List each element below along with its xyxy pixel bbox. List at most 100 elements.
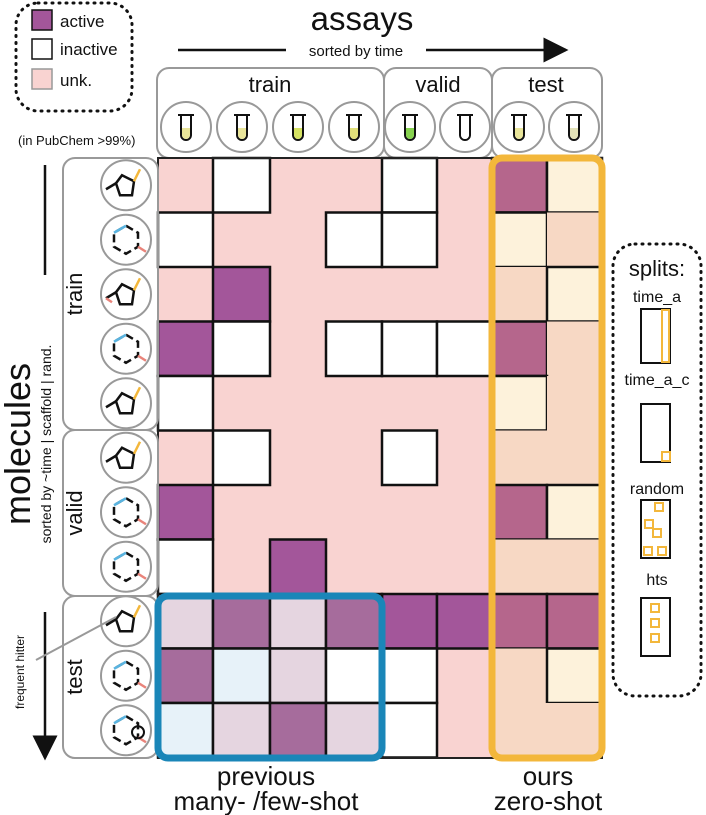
molecule-icon xyxy=(100,159,152,212)
many-few-shot-label: many- /few-shot xyxy=(174,786,360,815)
split-icon-time-a-c xyxy=(640,403,671,463)
matrix-cell xyxy=(268,592,328,650)
matrix-cell xyxy=(545,592,604,650)
matrix-cell xyxy=(547,321,602,376)
matrix-cell xyxy=(490,374,549,432)
frequent-hitter-pointer xyxy=(35,616,117,661)
molecule-icon xyxy=(100,649,152,702)
matrix-cell xyxy=(490,592,549,650)
split-label-hts: hts xyxy=(646,572,667,589)
molecules-title: molecules xyxy=(0,363,38,525)
legend-swatch-active xyxy=(31,9,53,31)
molecule-icon xyxy=(100,377,152,430)
split-label-time-a: time_a xyxy=(633,289,681,306)
matrix-cell xyxy=(435,320,494,378)
matrix-cell xyxy=(156,374,215,432)
molecule-group-train: train xyxy=(62,273,87,316)
matrix-cell xyxy=(492,267,547,322)
matrix-cell xyxy=(324,592,384,650)
activity-matrix xyxy=(156,156,604,759)
assays-title: assays xyxy=(311,0,414,37)
molecule-icon xyxy=(100,704,152,757)
split-icon-time-a xyxy=(640,308,671,364)
matrix-cell xyxy=(380,156,439,214)
splits-title: splits: xyxy=(629,256,685,281)
matrix-cell xyxy=(380,647,439,705)
assay-group-train: train xyxy=(249,72,292,97)
zero-shot-label: zero-shot xyxy=(494,786,603,815)
matrix-cell xyxy=(380,592,439,650)
ours-label: ours xyxy=(523,761,574,791)
matrix-cell xyxy=(545,156,604,214)
ours-zero-shot-box xyxy=(488,154,606,762)
molecule-icon xyxy=(100,322,152,375)
previous-methods-box xyxy=(154,592,386,762)
matrix-cell xyxy=(490,156,549,214)
matrix-cell xyxy=(156,647,215,705)
molecule-groups xyxy=(62,157,159,759)
legend: active inactive unk. (in PubChem >99%) xyxy=(14,1,135,148)
molecule-structures xyxy=(100,159,152,757)
test-tube-icon xyxy=(160,101,212,153)
matrix-cell xyxy=(211,320,272,378)
split-icon-random xyxy=(640,499,671,559)
matrix-cell xyxy=(547,376,602,431)
matrix-cell xyxy=(380,701,439,759)
matrix-cell xyxy=(268,538,328,596)
matrix-cell xyxy=(545,647,604,705)
splits-legend: splits: time_a time_a_c random hts xyxy=(611,242,703,698)
matrix-cell xyxy=(492,703,547,758)
molecule-icon xyxy=(100,431,152,484)
matrix-cell xyxy=(490,483,549,541)
molecule-group-valid: valid xyxy=(62,490,87,535)
matrix-cell xyxy=(156,211,215,269)
matrix-cell xyxy=(492,539,547,594)
matrix-cell xyxy=(211,592,272,650)
matrix-cell xyxy=(211,156,272,214)
matrix-cell xyxy=(211,701,272,759)
legend-swatch-inactive xyxy=(31,38,53,60)
assay-group-valid: valid xyxy=(415,72,460,97)
molecule-group-test: test xyxy=(62,659,87,694)
test-tube-icon xyxy=(493,101,545,153)
matrix-cell xyxy=(492,430,547,485)
assay-tubes xyxy=(160,101,600,153)
test-tube-icon xyxy=(272,101,324,153)
matrix-cell xyxy=(156,538,215,596)
legend-label-inactive: inactive xyxy=(60,40,118,59)
matrix-cell xyxy=(435,592,494,650)
previous-label: previous xyxy=(217,761,315,791)
matrix-cell xyxy=(547,539,602,594)
split-label-time-a-c: time_a_c xyxy=(625,372,690,389)
matrix-cell xyxy=(324,320,384,378)
matrix-cell xyxy=(490,320,549,378)
split-icon-hts xyxy=(640,597,671,657)
matrix-cell xyxy=(492,648,547,703)
matrix-cell xyxy=(380,211,439,269)
matrix-cell xyxy=(268,701,328,759)
matrix-cell xyxy=(324,211,384,269)
molecule-icon xyxy=(100,595,152,648)
test-tube-icon xyxy=(384,101,436,153)
test-tube-icon xyxy=(548,101,600,153)
matrix-cell xyxy=(156,483,215,541)
assay-group-test: test xyxy=(528,72,563,97)
molecule-icon xyxy=(100,540,152,593)
legend-swatch-unknown xyxy=(31,68,53,90)
sorted-by-time-label: sorted by time xyxy=(309,43,403,60)
matrix-cell xyxy=(490,211,549,269)
matrix-cell xyxy=(211,647,272,705)
matrix-cell xyxy=(156,701,215,759)
legend-label-unknown: unk. xyxy=(60,71,92,90)
molecule-icon xyxy=(100,268,152,321)
matrix-cell xyxy=(156,592,215,650)
matrix-cell xyxy=(547,430,602,485)
matrix-cell xyxy=(324,647,384,705)
matrix-cell xyxy=(380,429,439,487)
test-tube-icon xyxy=(216,101,268,153)
matrix-cell xyxy=(380,320,439,378)
matrix-cell xyxy=(547,703,602,758)
matrix-cell xyxy=(268,647,328,705)
test-tube-icon xyxy=(328,101,380,153)
